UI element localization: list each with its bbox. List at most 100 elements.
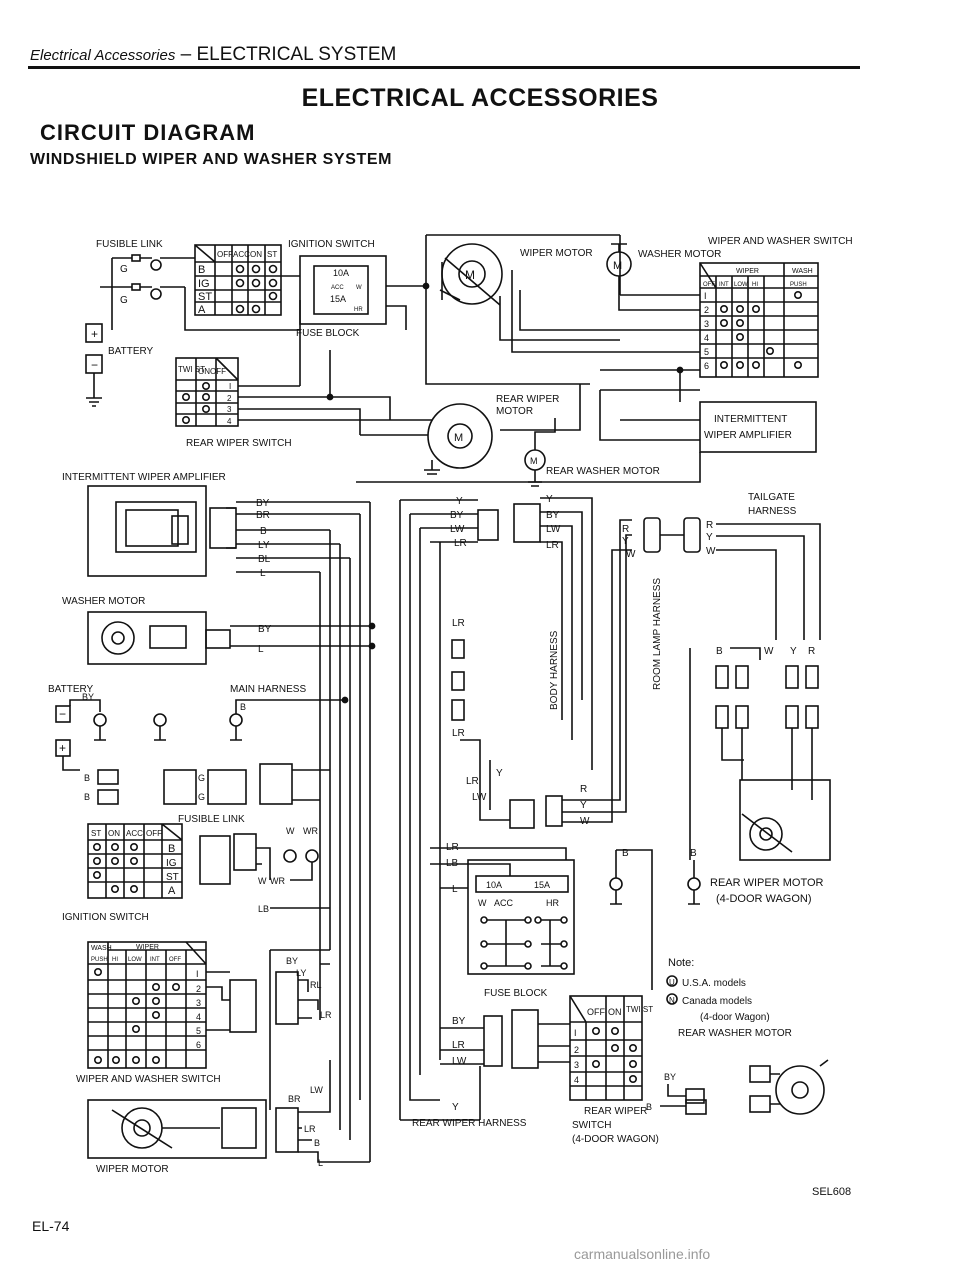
amp-wire-b: B (260, 526, 267, 537)
rs-row-2: 2 (574, 1045, 579, 1055)
header-dash: – (175, 44, 197, 65)
wiper-motor-bottom: WIPER MOTOR LW BR LR B L (87, 1060, 370, 1175)
fuse-block-label: FUSE BLOCK (296, 328, 360, 339)
svg-text:B: B (84, 792, 90, 802)
ww-row-1: I (704, 291, 707, 301)
ww-switch-top: WIPER AND WASHER SWITCH WIPER WASH OFF I… (600, 235, 853, 378)
r-wire-label: R (580, 784, 587, 795)
ig-w-wire: W (286, 826, 295, 836)
ig-col-off: OFF (217, 250, 233, 259)
sw-col-off: OFF (169, 957, 181, 963)
sw-wire-rl: RL (310, 980, 322, 990)
ig-row-a: A (198, 304, 206, 316)
amp-wire-bl: BL (258, 554, 271, 565)
rl-w: W (626, 549, 636, 560)
ignition-switch-label: IGNITION SWITCH (288, 239, 375, 250)
sw-wire-ly: LY (296, 968, 306, 978)
sw-row-3: 3 (196, 998, 201, 1008)
u-usa-icon-2 (305, 849, 319, 863)
svg-text:M: M (530, 456, 538, 466)
body-harness-label: BODY HARNESS (549, 630, 560, 710)
ig-row-st: ST (198, 291, 212, 303)
rwb-by: BY (664, 1072, 676, 1082)
ig-wr2-wire: WR (270, 876, 285, 886)
wmot-wire-b: B (314, 1138, 320, 1148)
fuse-acc: ACC (331, 285, 344, 291)
fuse-10a: 10A (333, 268, 349, 278)
tailgate-label-2: HARNESS (748, 506, 797, 517)
igb-col-acc: ACC (126, 829, 143, 838)
rear-wiper-harness: BY LR LW Y REAR WIPER HARNESS (400, 1009, 570, 1129)
tg-y: Y (706, 532, 713, 543)
wm-wire-l: L (258, 644, 264, 655)
fusible-link-label: FUSIBLE LINK (96, 239, 163, 250)
battery-bottom-label: BATTERY (48, 684, 94, 695)
tailgate-label-1: TAILGATE (748, 492, 795, 503)
fl-g-2: G (198, 792, 205, 802)
wmot-wire-lw: LW (310, 1085, 323, 1095)
rear-wiper-motor-top: M REAR WIPER MOTOR (340, 384, 581, 475)
rw-col-on: ON (198, 367, 210, 376)
rear-wiper-switch-label: REAR WIPER SWITCH (186, 438, 292, 449)
rwm-b: B (690, 848, 697, 859)
amp-wire-by: BY (256, 498, 270, 509)
ig-wr-wire: WR (303, 826, 318, 836)
u-icon (666, 975, 678, 987)
note-n2: (4-door Wagon) (700, 1012, 770, 1023)
svg-text:+: + (91, 327, 98, 341)
ww-row-3: 3 (704, 319, 709, 329)
fuse-block-bottom: LR LB L 10A 15A W ACC HR FUSE BLOCK B (430, 842, 653, 999)
ig-col-acc: ACC (233, 250, 250, 259)
fusible-link-group: FUSIBLE LINK G G (96, 239, 185, 330)
main-harness-label: MAIN HARNESS (230, 684, 306, 695)
rw-row-3: 3 (227, 405, 232, 414)
rear-wiper-switch-top: TWI ST ON OFF I 2 3 4 REAR WIPER SWITCH (175, 330, 391, 449)
sw-row-1: I (196, 969, 199, 979)
ww-switch-bottom: WASH WIPER PUSH HI LOW INT OFF I 2 3 4 5… (76, 941, 332, 1110)
rear-wiper-motor-bottom: B REAR WIPER MOTOR (4-DOOR WAGON) (687, 779, 831, 905)
wiper-motor-label: WIPER MOTOR (520, 248, 593, 259)
n-canada-icon-2 (283, 849, 297, 863)
tg-w2: W (764, 646, 774, 657)
rs-row-4: 4 (574, 1075, 579, 1085)
svg-text:B: B (84, 773, 90, 783)
ig-row-ig: IG (198, 278, 210, 290)
rear-washer-motor-top: M REAR WASHER MOTOR (356, 418, 701, 487)
header-rule (28, 66, 860, 69)
wm-wire-by: BY (258, 624, 272, 635)
rwm-label-2: (4-DOOR WAGON) (716, 893, 812, 905)
ig-row-b: B (198, 264, 205, 276)
svg-text:M: M (454, 432, 463, 444)
n-canada-icon (150, 288, 162, 300)
ground-g-label: G (120, 264, 128, 275)
rwm-label-1: REAR WIPER MOTOR (710, 877, 824, 889)
fb-l: L (452, 884, 458, 895)
body-harness: Y BY LW LR Y BY LW LR LR LR BODY HARNESS… (399, 494, 632, 1120)
tg-b: B (716, 646, 723, 657)
int-amp-label-2: WIPER AMPLIFIER (704, 430, 792, 441)
fusible-link-bottom: B B G G FUSIBLE LINK (84, 763, 330, 825)
sw-row-2: 2 (196, 984, 201, 994)
rs-col-off: OFF (587, 1007, 605, 1017)
rs-row-3: 3 (574, 1060, 579, 1070)
rear-washer-motor-bottom-label: REAR WASHER MOTOR (678, 1028, 792, 1039)
note-u: U.S.A. models (682, 978, 746, 989)
ww-col-hi: HI (752, 282, 758, 288)
running-header: Electrical Accessories – ELECTRICAL SYST… (30, 44, 396, 66)
rs-col-on: ON (608, 1007, 622, 1017)
fb-acc: ACC (494, 898, 514, 908)
rw-col-twi: TWI ST (178, 365, 205, 374)
tg-r: R (706, 520, 713, 531)
sw-wire-by: BY (286, 956, 298, 966)
rear-wiper-switch-bottom: OFF ON TWI ST I 2 3 4 REAR WIPER SWITCH … (569, 995, 659, 1145)
main-harness-trunk (319, 502, 371, 1162)
ww-head-wiper: WIPER (736, 268, 759, 275)
y-wire-label-2: Y (580, 800, 587, 811)
ig-col-st: ST (267, 250, 277, 259)
rl-r: R (622, 524, 629, 535)
svg-text:−: − (59, 707, 66, 721)
rear-wiper-harness-label: REAR WIPER HARNESS (412, 1118, 527, 1129)
ww-col-int: INT (719, 282, 729, 288)
mid-wire-lw: LW (450, 524, 465, 535)
